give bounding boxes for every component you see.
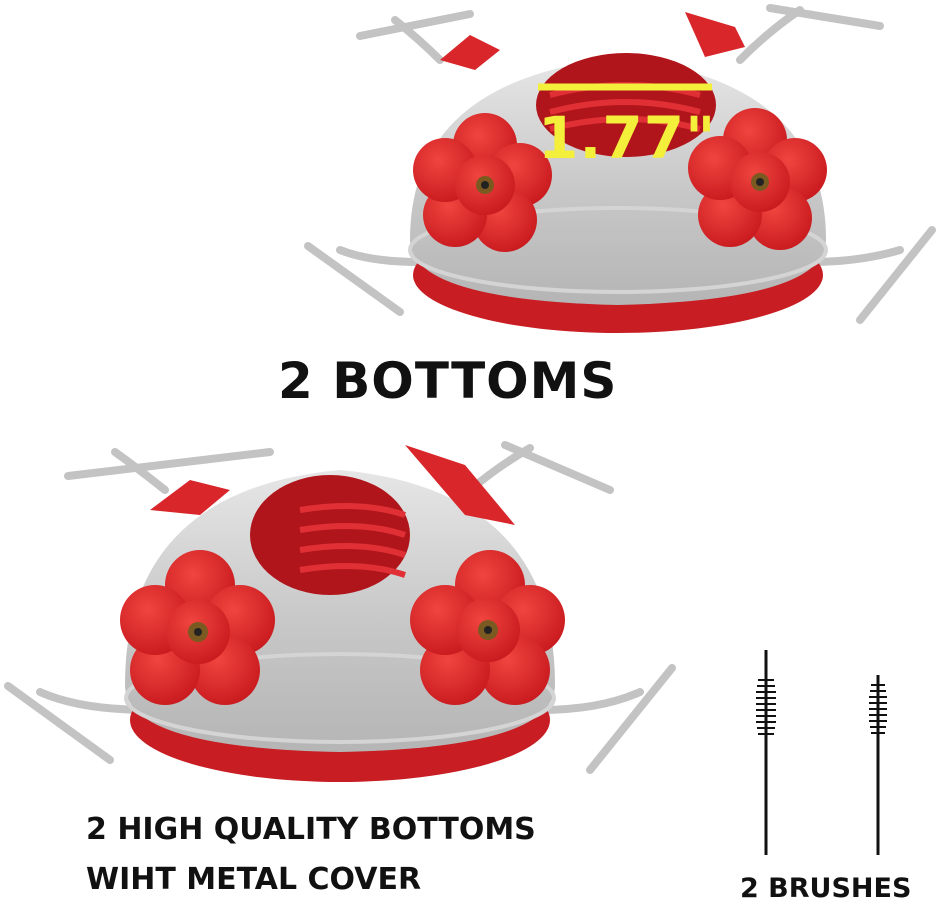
- feeder-bottom-top: [304, 4, 936, 333]
- cleaning-brush-icon: [756, 650, 776, 855]
- flower-port-right: [688, 108, 827, 250]
- brushes-label: 2 BRUSHES: [740, 873, 912, 904]
- headline: 2 BOTTOMS: [278, 352, 618, 410]
- feeder-bottom-lower: [4, 441, 676, 782]
- caption-line-2: WIHT METAL COVER: [86, 862, 422, 897]
- cleaning-brush-icon: [869, 675, 887, 855]
- opening-diameter-label: 1.77": [538, 104, 717, 172]
- caption-line-1: 2 HIGH QUALITY BOTTOMS: [86, 812, 536, 847]
- flower-port-left: [413, 113, 552, 252]
